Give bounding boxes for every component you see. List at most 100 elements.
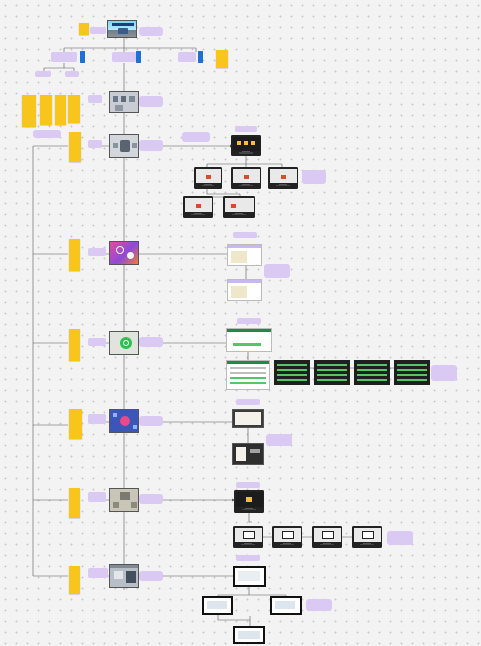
s4-row — [357, 369, 387, 371]
section-5-screenshot[interactable] — [109, 409, 139, 433]
branch-center-node[interactable] — [112, 52, 136, 62]
section-2-monitor-1[interactable] — [194, 167, 222, 189]
s7-pane — [275, 601, 295, 609]
section-6-monitor-1[interactable] — [233, 526, 263, 548]
branch-right-sticky[interactable] — [216, 50, 228, 68]
section-2-monitor-4[interactable] — [183, 196, 213, 218]
s2m-dot — [205, 174, 211, 179]
section-3-side-note[interactable] — [264, 264, 290, 278]
header-description[interactable] — [139, 27, 163, 36]
section-6-sticky[interactable] — [69, 488, 80, 518]
branch-left-child-b[interactable] — [65, 71, 79, 77]
section-7-screenshot[interactable] — [109, 564, 139, 588]
s7-pane — [238, 631, 260, 639]
section-7-screen-a[interactable] — [202, 596, 233, 615]
section-5-group-title[interactable] — [236, 399, 260, 405]
header-banner-image[interactable] — [107, 20, 137, 38]
s4-row — [317, 379, 347, 381]
section-3-screen-a[interactable] — [227, 244, 262, 266]
legend-note-d[interactable] — [68, 95, 80, 123]
legend-caption[interactable] — [33, 130, 61, 138]
branch-left-child-a[interactable] — [35, 71, 51, 77]
section-2-monitor-5[interactable] — [223, 196, 255, 218]
section-4-step-1[interactable] — [274, 360, 310, 385]
section-6-monitor-4[interactable] — [352, 526, 382, 548]
header-title-label[interactable] — [90, 27, 106, 34]
section-7-group-title[interactable] — [236, 555, 260, 561]
section-7-screen-b[interactable] — [270, 596, 302, 615]
branch-left-node[interactable] — [51, 52, 77, 62]
section-4-sticky[interactable] — [69, 329, 80, 361]
section-1-description[interactable] — [139, 96, 163, 107]
section-7-screen-c[interactable] — [233, 626, 265, 644]
section-4-group-title[interactable] — [237, 318, 261, 324]
header-sticky-note[interactable] — [79, 23, 89, 35]
section-6-monitor-3[interactable] — [312, 526, 342, 548]
section-4-step-4[interactable] — [394, 360, 430, 385]
s6-dialog — [281, 530, 294, 539]
section-2-monitor-3[interactable] — [268, 167, 298, 189]
section-4-step-3[interactable] — [354, 360, 390, 385]
section-2-screenshot[interactable] — [109, 134, 139, 158]
section-4-step-2[interactable] — [314, 360, 350, 385]
section-4-label[interactable] — [88, 338, 106, 346]
section-3-group-title[interactable] — [233, 232, 257, 238]
section-3-label[interactable] — [88, 248, 106, 256]
section-4-screen-list[interactable] — [226, 360, 270, 390]
section-4-screenshot[interactable] — [109, 331, 139, 355]
s7-tile — [114, 571, 123, 579]
section-3-screenshot[interactable] — [109, 241, 139, 265]
s5-doc — [236, 447, 246, 461]
section-4-screen-main[interactable] — [226, 328, 272, 352]
legend-note-b[interactable] — [40, 95, 52, 125]
section-1-label[interactable] — [88, 95, 102, 103]
legend-note-c[interactable] — [55, 95, 66, 125]
s7-bar — [110, 565, 138, 568]
section-2-callout[interactable] — [182, 132, 210, 142]
section-6-monitor-2[interactable] — [272, 526, 302, 548]
section-6-screenshot[interactable] — [109, 488, 139, 512]
section-3-sticky[interactable] — [69, 239, 80, 271]
section-5-side-note[interactable] — [266, 434, 292, 446]
section-1-screenshot[interactable] — [109, 91, 139, 113]
section-6-description[interactable] — [139, 494, 163, 504]
section-5-label[interactable] — [88, 414, 106, 424]
section-2-monitor-2[interactable] — [231, 167, 261, 189]
section-2-side-note[interactable] — [302, 170, 326, 184]
section-2-group-title[interactable] — [235, 126, 257, 132]
branch-right-node[interactable] — [178, 52, 196, 62]
s6-tile — [131, 502, 137, 508]
section-7-label[interactable] — [88, 568, 108, 578]
s2-panel — [120, 140, 130, 152]
chat-bubble-icon — [120, 416, 130, 426]
s6-dialog — [361, 530, 374, 539]
s4-row — [317, 374, 347, 376]
s1-tile — [113, 96, 118, 102]
section-5-screen-a[interactable] — [232, 409, 264, 428]
section-7-description[interactable] — [139, 571, 163, 581]
section-2-main-monitor[interactable] — [231, 135, 261, 156]
section-5-screen-b[interactable] — [232, 443, 264, 465]
section-2-sticky[interactable] — [69, 132, 81, 162]
section-5-sticky[interactable] — [69, 409, 82, 439]
section-6-main-monitor[interactable] — [234, 490, 264, 513]
section-6-side-note[interactable] — [387, 531, 413, 545]
section-6-group-title[interactable] — [236, 482, 260, 488]
s6-dialog — [242, 530, 255, 539]
section-7-side-note[interactable] — [306, 599, 332, 611]
s2-panel — [132, 143, 137, 148]
section-3-screen-b[interactable] — [227, 279, 262, 301]
section-7-sticky[interactable] — [69, 566, 80, 594]
section-7-screen-main[interactable] — [233, 566, 266, 587]
branch-right-doc-icon — [198, 51, 203, 63]
legend-note-a[interactable] — [22, 95, 36, 127]
section-6-label[interactable] — [88, 492, 106, 502]
s4-row — [233, 343, 261, 346]
section-4-description[interactable] — [139, 337, 163, 347]
section-5-description[interactable] — [139, 416, 163, 426]
section-2-label[interactable] — [88, 140, 102, 148]
section-2-description[interactable] — [139, 140, 163, 151]
section-4-side-note[interactable] — [431, 365, 457, 381]
s3-bar — [228, 280, 261, 283]
